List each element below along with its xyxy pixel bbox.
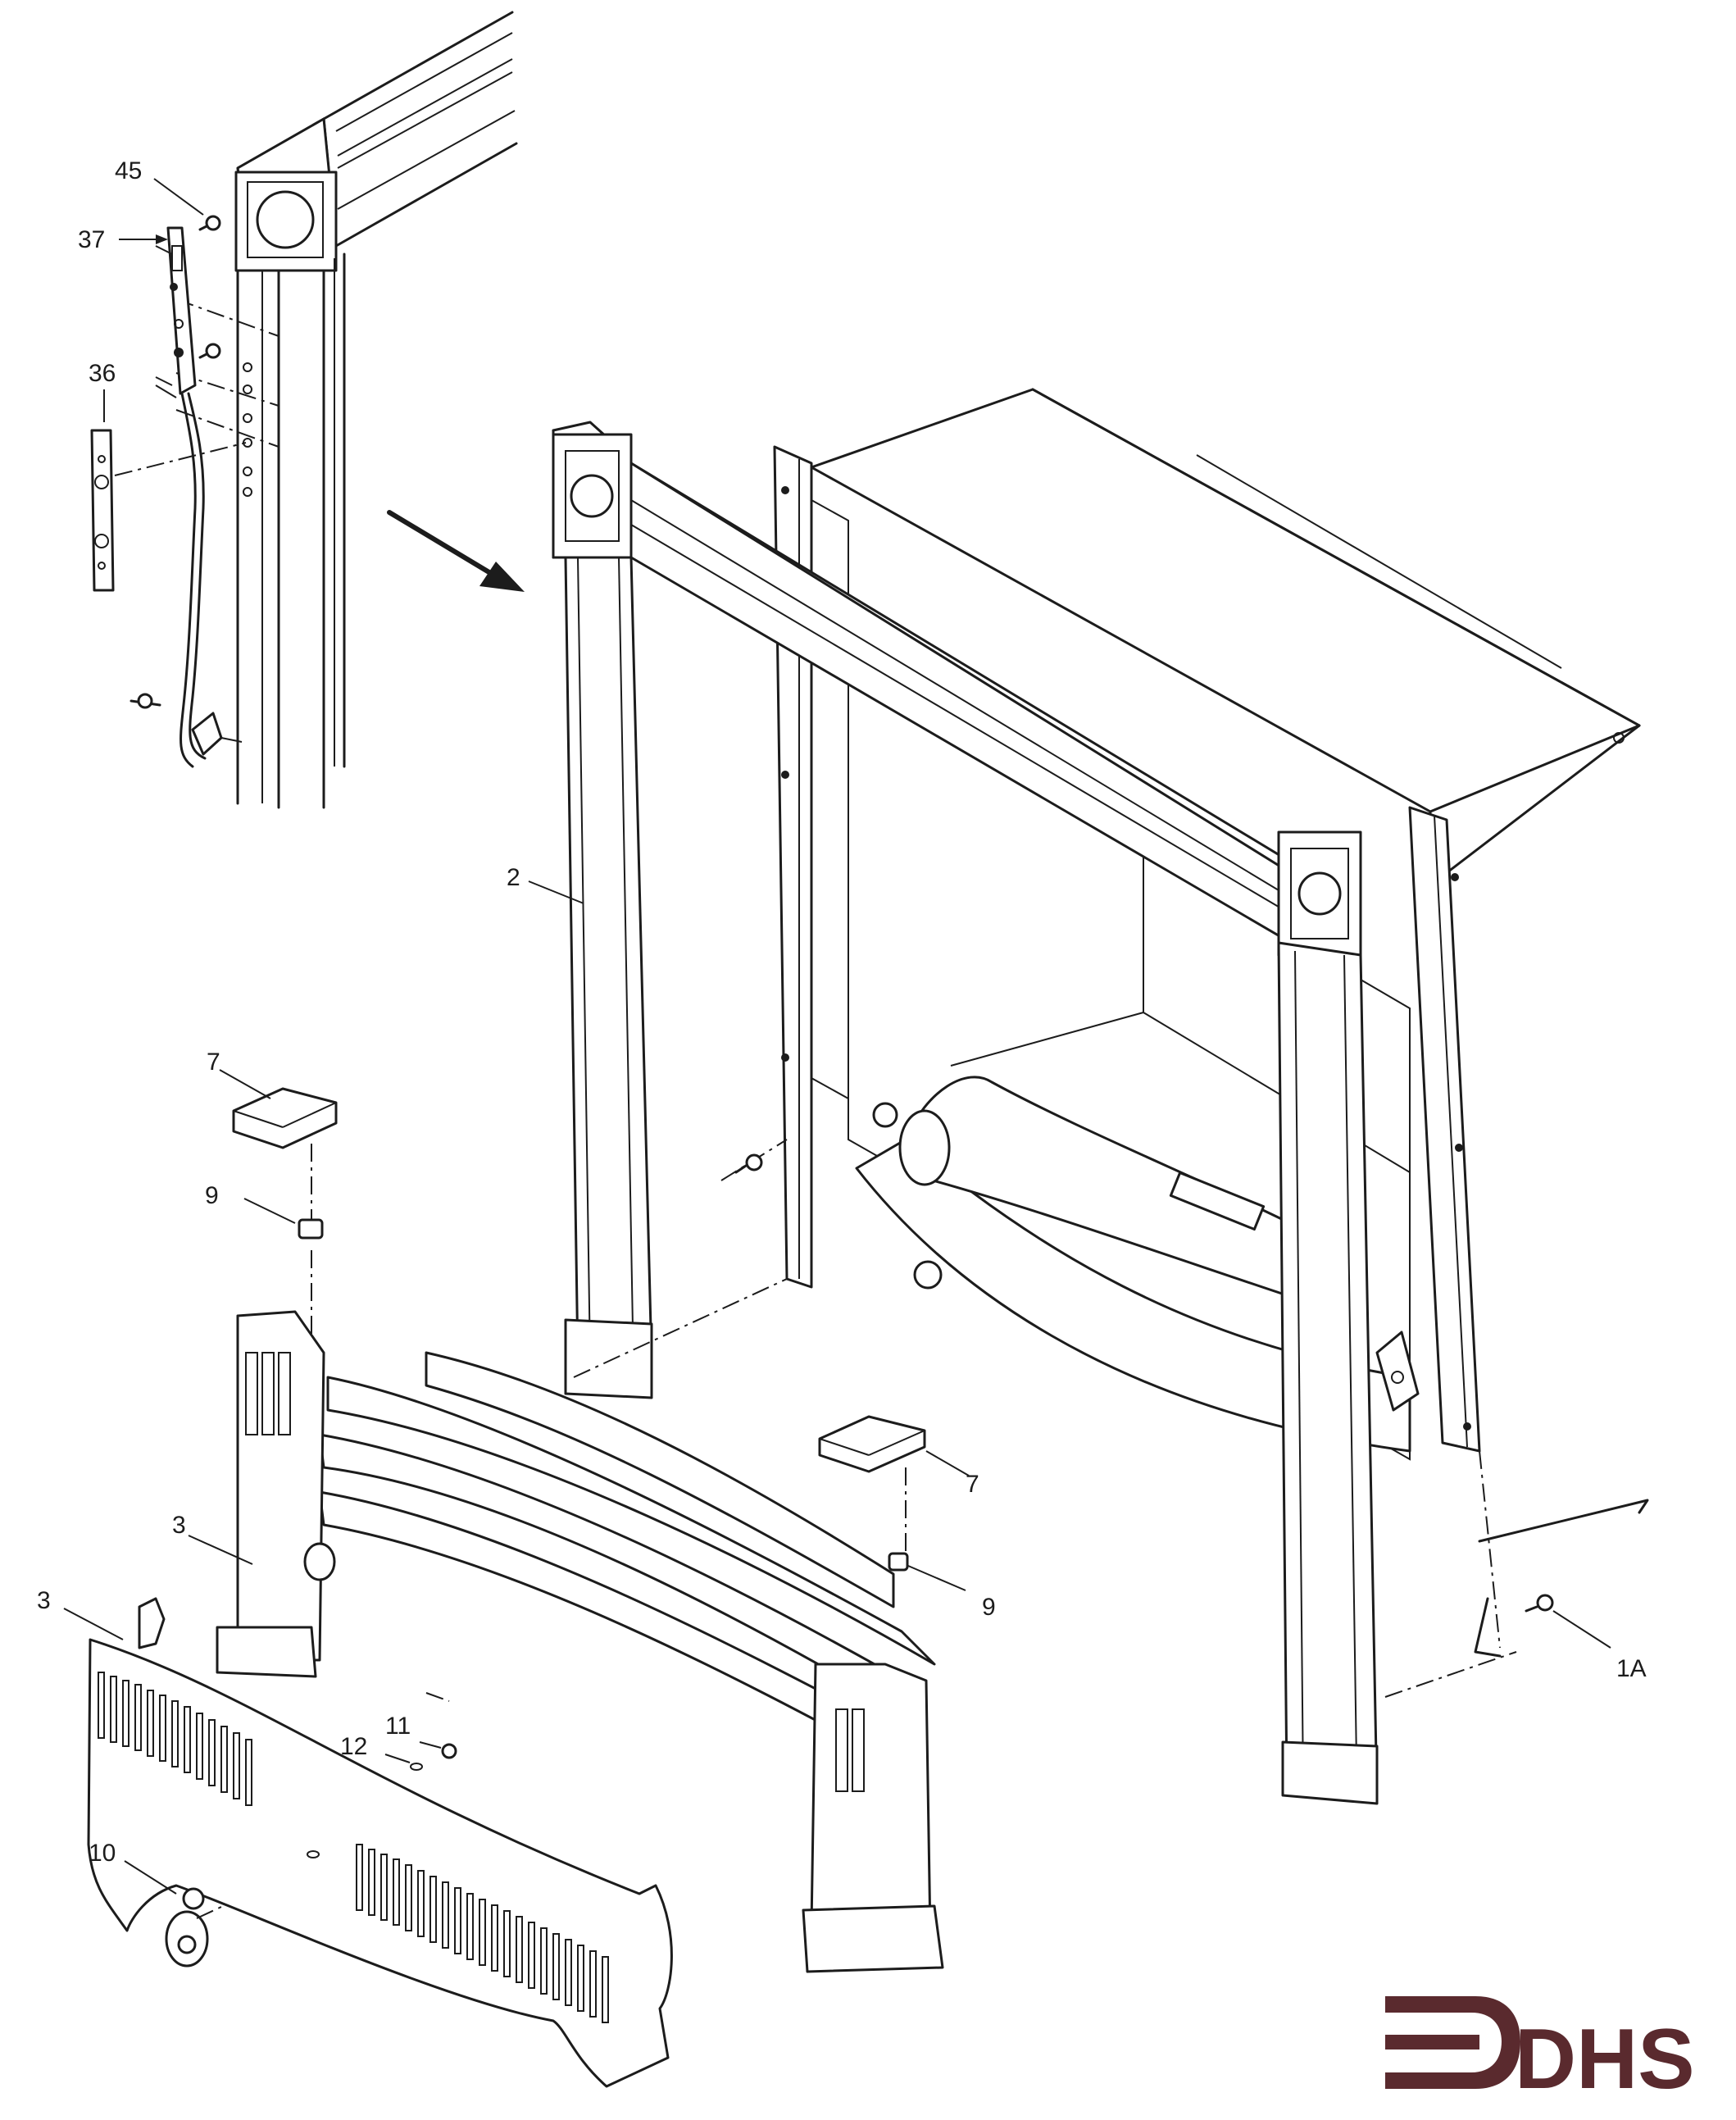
surround-frame	[552, 421, 1379, 1805]
wire-harness	[130, 392, 243, 768]
callout-45: 45	[115, 157, 142, 184]
dhs-logo: DHS	[1385, 1996, 1695, 2107]
floor-bracket	[1474, 1499, 1649, 1658]
callout-11: 11	[385, 1713, 411, 1740]
trim-cap-left	[232, 1087, 338, 1149]
callout-3-front: 3	[37, 1587, 51, 1614]
callout-9-left: 9	[205, 1182, 219, 1209]
screw-11	[441, 1743, 457, 1759]
fire-box	[773, 388, 1641, 1461]
callouts: 45 37 36 2 7 9 7 9 3 3 11 12 10 1A	[37, 157, 1647, 1895]
vent-slots-left	[98, 1672, 252, 1806]
heater-assembly	[855, 1076, 1420, 1453]
clip-left	[298, 1218, 324, 1240]
washer-12	[410, 1763, 423, 1771]
fret-base	[216, 1310, 944, 1973]
control-plate	[90, 429, 115, 592]
callout-3-fret: 3	[172, 1512, 186, 1539]
callout-37: 37	[78, 226, 105, 253]
callout-7-right: 7	[966, 1471, 979, 1498]
ring-handle-10	[165, 1887, 209, 1968]
callout-9-right: 9	[982, 1594, 996, 1621]
clip-right	[888, 1552, 909, 1572]
callout-10: 10	[89, 1840, 116, 1867]
fixing-screw-1a	[1525, 1594, 1554, 1613]
callout-36: 36	[89, 360, 116, 387]
dhs-logo-text: DHS	[1515, 2012, 1695, 2107]
trim-cap-right	[818, 1415, 926, 1473]
mounting-screw	[198, 215, 221, 359]
firebox-screw	[734, 1153, 763, 1174]
control-bracket	[155, 226, 197, 398]
callout-1a: 1A	[1616, 1655, 1647, 1682]
callout-12: 12	[340, 1733, 367, 1760]
callout-7-left: 7	[207, 1049, 220, 1076]
vent-slots-right	[356, 1844, 609, 2023]
dhs-logo-mark	[1385, 1996, 1520, 2089]
assembly-direction-arrow	[387, 510, 525, 592]
inset-frame-corner	[114, 11, 518, 809]
fret-front	[87, 1597, 673, 2088]
callout-2: 2	[507, 864, 520, 891]
